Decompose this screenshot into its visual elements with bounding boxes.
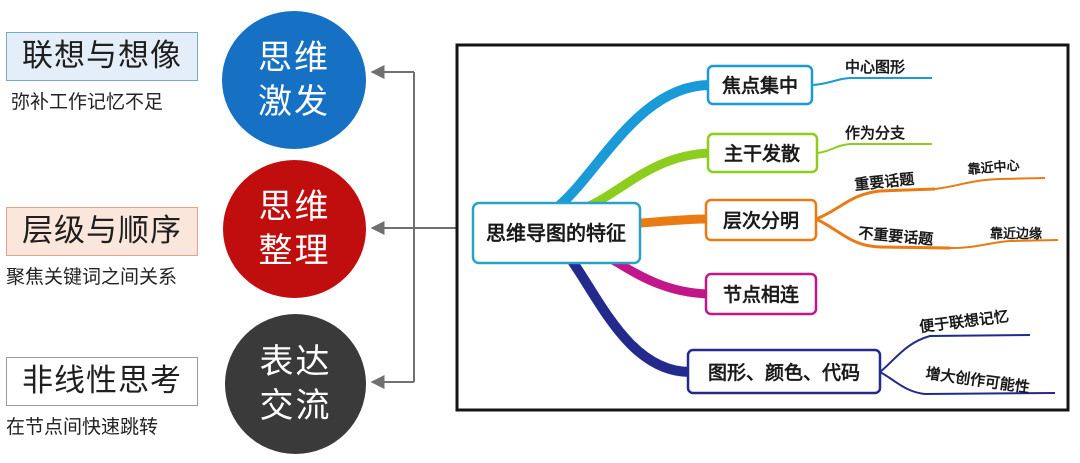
left-sub-nonlinear: 在节点间快速跳转 bbox=[6, 416, 159, 438]
connector-arrows bbox=[370, 65, 457, 389]
sub-curve-important bbox=[815, 187, 936, 221]
branch-node-focus-label: 焦点集中 bbox=[721, 74, 798, 97]
center-node-box bbox=[471, 201, 642, 265]
branch-node-graphics-box bbox=[686, 348, 882, 395]
sub-curve-creativity bbox=[879, 371, 1056, 396]
sub-label-near-center: 靠近中心 bbox=[967, 158, 1020, 178]
center-node-label: 思维导图的特征 bbox=[486, 221, 626, 245]
branch-node-hierarchy-box bbox=[704, 198, 818, 242]
circle-communicate-line1: 表达 bbox=[259, 342, 332, 382]
branch-node-divergent-box bbox=[706, 132, 819, 174]
branch-node-hierarchy-label: 层次分明 bbox=[723, 209, 799, 232]
sub-curve-important-child bbox=[934, 177, 1046, 190]
circle-stimulate-line1: 思维 bbox=[258, 38, 330, 78]
sub-curve-unimportant-child bbox=[949, 239, 1059, 249]
left-label-hierarchy: 层级与顺序 bbox=[6, 207, 198, 256]
sub-curve-unimportant bbox=[815, 217, 951, 250]
sub-curve-memory bbox=[879, 334, 1031, 373]
left-sub-hierarchy: 聚焦关键词之间关系 bbox=[6, 266, 178, 288]
branch-curve-graphics bbox=[565, 253, 695, 377]
sub-curve-center-graphic bbox=[811, 77, 932, 86]
sub-curve-as-branch bbox=[816, 143, 932, 154]
branch-node-focus-box bbox=[706, 64, 814, 106]
circle-communicate-line2: 交流 bbox=[259, 386, 332, 426]
circle-organize-line2: 整理 bbox=[258, 231, 331, 271]
sub-label-as-branch: 作为分支 bbox=[845, 124, 906, 142]
left-label-association: 联想与想像 bbox=[6, 32, 198, 81]
circle-communicate: 表达 交流 bbox=[225, 314, 366, 454]
branch-node-graphics-label: 图形、颜色、代码 bbox=[708, 361, 860, 384]
branch-node-connect-box bbox=[704, 272, 818, 316]
left-label-nonlinear: 非线性思考 bbox=[6, 357, 198, 406]
circle-stimulate-line2: 激发 bbox=[258, 82, 330, 122]
left-sub-association: 弥补工作记忆不足 bbox=[11, 91, 164, 113]
branch-node-connect-label: 节点相连 bbox=[723, 283, 800, 306]
circle-stimulate: 思维 激发 bbox=[222, 11, 366, 149]
circle-organize: 思维 整理 bbox=[223, 160, 366, 298]
branch-node-divergent-label: 主干发散 bbox=[724, 142, 800, 165]
sub-label-center-graphic: 中心图形 bbox=[845, 58, 905, 76]
branch-curve-focus bbox=[555, 80, 715, 210]
circle-organize-line1: 思维 bbox=[258, 187, 331, 227]
sub-label-near-edge: 靠近边缘 bbox=[990, 226, 1042, 242]
